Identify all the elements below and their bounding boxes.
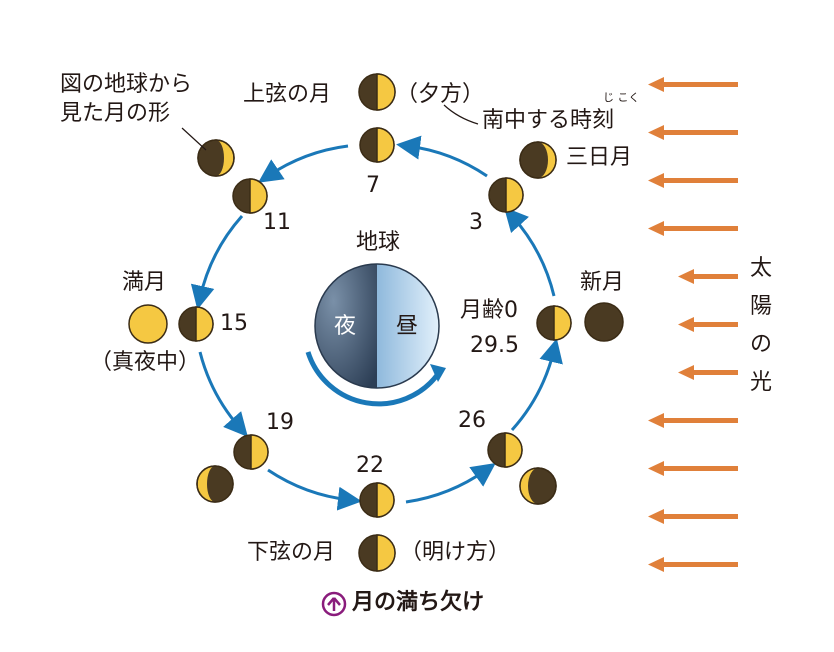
moon-in-orbit-age-7 bbox=[359, 127, 395, 163]
last-quarter-label: 下弦の月 bbox=[247, 540, 336, 565]
full-moon-label: 満月 bbox=[122, 270, 167, 295]
sun-arrow bbox=[648, 557, 738, 572]
moon-shape-full bbox=[128, 304, 168, 344]
leader-line bbox=[181, 127, 207, 151]
moon-shape-first-quarter bbox=[358, 73, 396, 111]
crescent-label: 三日月 bbox=[566, 145, 633, 170]
moon-in-orbit-age-11 bbox=[232, 178, 268, 214]
earth-day-side bbox=[377, 264, 439, 388]
orbit-arrow bbox=[267, 468, 362, 511]
rotation-arrow-head bbox=[430, 364, 446, 382]
sun-arrow bbox=[648, 77, 738, 92]
moon-in-orbit-age-22 bbox=[359, 482, 395, 518]
moon-in-orbit-age-26 bbox=[487, 432, 523, 468]
age-label-11: 11 bbox=[263, 210, 291, 235]
sunlight-label-char: の bbox=[750, 332, 773, 357]
sun-arrow bbox=[678, 317, 738, 332]
first-quarter-label: 上弦の月 bbox=[243, 82, 332, 107]
view-from-earth-label-line2: 見た月の形 bbox=[60, 101, 171, 126]
orbit-moons bbox=[178, 127, 572, 518]
caption-title: 月の満ち欠け bbox=[352, 590, 485, 615]
moon-shape-last-quarter bbox=[358, 534, 396, 572]
sun-arrow bbox=[678, 365, 738, 380]
moon-age-label: 月齢0 bbox=[460, 298, 518, 323]
moon-in-orbit-age-3 bbox=[488, 177, 524, 213]
meridian-transit-label: 南中する時刻 bbox=[482, 108, 615, 133]
earth bbox=[305, 263, 446, 407]
sun-arrow bbox=[648, 125, 738, 140]
seen-moons bbox=[128, 73, 624, 572]
rotation-arrow bbox=[305, 351, 441, 407]
sun-arrow bbox=[648, 173, 738, 188]
moon-shape-crescent bbox=[519, 141, 557, 179]
view-from-earth-label-line1: 図の地球から bbox=[60, 72, 193, 97]
sunlight-label-char: 陽 bbox=[750, 294, 773, 319]
moon-shape-new bbox=[584, 302, 624, 342]
orbit-arrow bbox=[198, 351, 248, 438]
orbit-arrow bbox=[510, 338, 563, 432]
moon-in-orbit-age-15 bbox=[178, 306, 214, 342]
sunlight-label-char: 光 bbox=[750, 370, 773, 395]
circled-up-arrow-icon bbox=[321, 591, 347, 617]
age-label-15: 15 bbox=[220, 311, 248, 336]
moon-shape-waning-crescent bbox=[519, 467, 557, 505]
orbit-arrow bbox=[396, 135, 488, 178]
moon-shape-waning-gibbous bbox=[196, 465, 234, 503]
orbit-arrow bbox=[405, 463, 496, 504]
sun-arrow bbox=[678, 269, 738, 284]
first-quarter-time-label: （夕方） bbox=[396, 82, 485, 107]
last-quarter-time-label: （明け方） bbox=[400, 540, 511, 565]
age-label-19: 19 bbox=[266, 410, 294, 435]
full-moon-time-label: （真夜中） bbox=[90, 350, 201, 375]
meridian-furigana: じ こく bbox=[603, 91, 640, 104]
day-label: 昼 bbox=[396, 314, 419, 339]
age-label-26: 26 bbox=[458, 408, 486, 433]
orbit-arrow bbox=[503, 207, 556, 297]
age-label-7: 7 bbox=[366, 173, 380, 198]
sun-arrow bbox=[648, 413, 738, 428]
earth-label: 地球 bbox=[356, 230, 401, 255]
orbit-arrow bbox=[190, 215, 244, 310]
sunlight-label-char: 太 bbox=[750, 256, 773, 281]
sunlight-arrows bbox=[648, 77, 738, 572]
moon-shape-waxing-gibbous bbox=[197, 139, 235, 177]
moon-age-end-label: 29.5 bbox=[470, 333, 519, 358]
moon-in-orbit-age-19 bbox=[233, 434, 269, 470]
sun-arrow bbox=[648, 509, 738, 524]
night-label: 夜 bbox=[334, 314, 357, 339]
orbit-arrows bbox=[190, 135, 563, 511]
new-moon-label: 新月 bbox=[580, 270, 625, 295]
earth-night-side bbox=[315, 264, 377, 388]
sun-arrow bbox=[648, 461, 738, 476]
moon-in-orbit-age-0 bbox=[536, 305, 572, 341]
leader-line bbox=[443, 104, 479, 125]
sun-arrow bbox=[648, 221, 738, 236]
age-label-22: 22 bbox=[356, 453, 384, 478]
orbit-arrow bbox=[258, 144, 349, 183]
age-label-3: 3 bbox=[469, 210, 483, 235]
